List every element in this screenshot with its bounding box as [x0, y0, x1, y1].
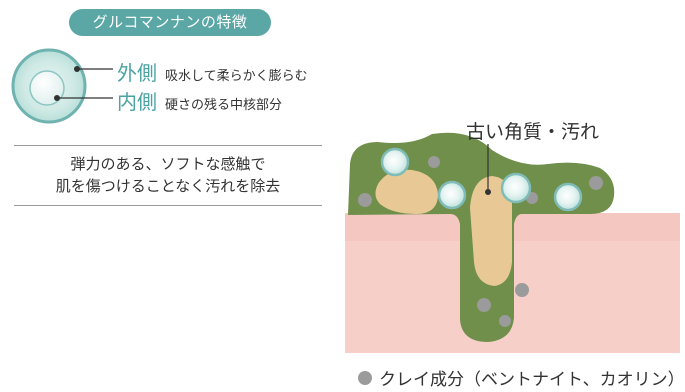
glucomannan-bead	[553, 182, 583, 212]
clay-particle	[477, 298, 491, 312]
glucomannan-bead	[437, 180, 467, 210]
legend: クレイ成分（ベントナイト、カオリン）	[358, 365, 685, 390]
description-top-rule	[14, 145, 322, 146]
clay-legend-label: クレイ成分（ベントナイト、カオリン）	[379, 370, 685, 390]
outer-description: 吸水して柔らかく膨らむ	[165, 69, 308, 84]
clay-legend-swatch	[358, 370, 372, 385]
inner-description: 硬さの残る中核部分	[165, 98, 283, 113]
keratin-deposit-left	[375, 169, 438, 214]
inner-label: 内側 硬さの残る中核部分	[117, 86, 282, 115]
feature-line-2: 肌を傷つけることなく汚れを除去	[55, 177, 281, 195]
glucomannan-bead	[380, 147, 410, 177]
inner-term: 内側	[117, 90, 157, 114]
keratin-deposit-pore	[470, 176, 512, 286]
glucomannan-bead	[500, 172, 532, 204]
callout-pointer-dot	[485, 189, 491, 195]
feature-description: 弾力のある、ソフトな感触で 肌を傷つけることなく汚れを除去	[14, 153, 322, 197]
description-bottom-rule	[14, 205, 322, 206]
section-title-pill: グルコマンナンの特徴	[69, 9, 271, 36]
outer-label: 外側 吸水して柔らかく膨らむ	[117, 57, 308, 86]
clay-particle	[499, 315, 511, 327]
section-title-text: グルコマンナンの特徴	[92, 13, 248, 31]
feature-line-1: 弾力のある、ソフトな感触で	[70, 155, 266, 173]
outer-term: 外側	[117, 61, 157, 85]
callout-label: 古い角質・汚れ	[466, 121, 600, 143]
clay-particle	[358, 193, 372, 207]
clay-particle	[428, 156, 440, 168]
clay-particle	[589, 176, 603, 190]
clay-particle	[515, 283, 529, 297]
